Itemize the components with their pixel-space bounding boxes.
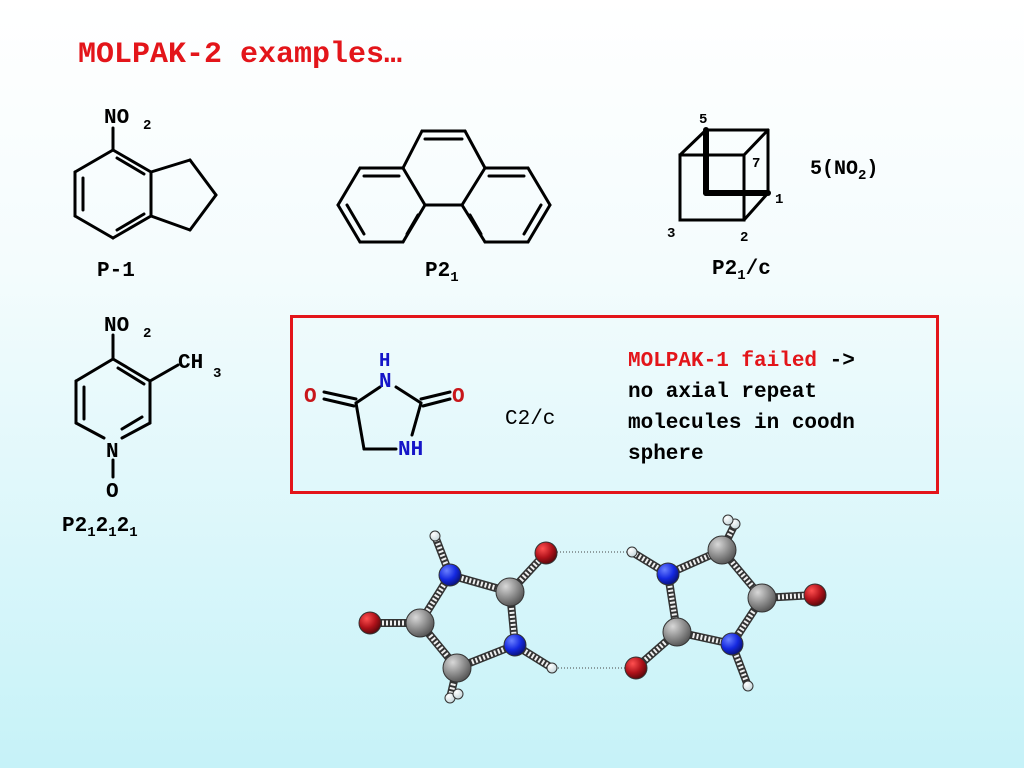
n-atom xyxy=(503,633,527,657)
cube-vertex-1: 1 xyxy=(775,192,783,208)
space-group-cubane: P21/c xyxy=(712,258,771,284)
c-atom xyxy=(747,583,777,613)
h-atom xyxy=(742,680,754,692)
o-atom xyxy=(803,583,827,607)
note-highlight: MOLPAK-1 failed xyxy=(628,350,818,373)
hydantoin-oxygen-left: O xyxy=(304,386,317,409)
cube-vertex-2: 2 xyxy=(740,230,748,246)
hydantoin-n-label: N xyxy=(379,371,392,394)
c-atom xyxy=(662,617,692,647)
indane-structure: NO 2 xyxy=(73,107,218,240)
h-atom xyxy=(429,530,441,542)
note-arrow: -> xyxy=(829,350,855,373)
hydantoin-h-label: H xyxy=(379,350,390,372)
methyl-subscript: 3 xyxy=(213,366,221,382)
hydrogen-bonded-dimer-model xyxy=(358,514,827,704)
cube-vertex-3: 3 xyxy=(667,226,675,242)
c-atom xyxy=(405,608,435,638)
h-atom xyxy=(452,688,464,700)
space-group-phenanthrene: P21 xyxy=(425,260,459,286)
highlight-box xyxy=(290,315,939,494)
h-atom xyxy=(546,662,558,674)
o-atom xyxy=(624,656,648,680)
ring-nitrogen-label: N xyxy=(106,441,119,464)
h-atom xyxy=(626,546,638,558)
c-atom xyxy=(442,653,472,683)
cube-vertex-7: 7 xyxy=(752,156,760,172)
n-atom xyxy=(720,632,744,656)
cube-vertex-5: 5 xyxy=(699,112,707,128)
slide-title: MOLPAK-2 examples… xyxy=(78,38,403,72)
phenanthrene-structure xyxy=(336,129,552,244)
nitro-label: NO xyxy=(104,107,129,130)
oxide-oxygen-label: O xyxy=(106,481,119,504)
note-line-2: no axial repeat xyxy=(628,381,818,404)
note-line-3: molecules in coodn xyxy=(628,412,855,435)
methyl-label: CH xyxy=(178,352,203,375)
pyridine-nitro-subscript: 2 xyxy=(143,326,151,342)
pyridine-nitro-label: NO xyxy=(104,315,129,338)
hydantoin-nh-label: NH xyxy=(398,439,423,460)
cubane-structure: 5 7 1 3 2 xyxy=(667,112,783,246)
note-line-4: sphere xyxy=(628,443,704,466)
c-atom xyxy=(707,535,737,565)
space-group-pyridine-oxide: P212121 xyxy=(62,515,138,541)
space-group-indane: P-1 xyxy=(97,260,135,283)
n-atom xyxy=(438,563,462,587)
hydantoin-structure: H N O O NH xyxy=(304,350,465,460)
c-atom xyxy=(495,577,525,607)
nitro-subscript: 2 xyxy=(143,118,151,134)
note-text: MOLPAK-1 failed -> no axial repeat molec… xyxy=(628,346,928,470)
cubane-formula: 5(NO2) xyxy=(810,158,879,184)
pyridine-oxide-structure: NO 2 CH 3 N O xyxy=(74,315,221,504)
hydantoin-oxygen-right: O xyxy=(452,386,465,409)
space-group-hydantoin: C2/c xyxy=(505,408,556,431)
o-atom xyxy=(358,611,382,635)
h-atom xyxy=(722,514,734,526)
o-atom xyxy=(534,541,558,565)
n-atom xyxy=(656,562,680,586)
